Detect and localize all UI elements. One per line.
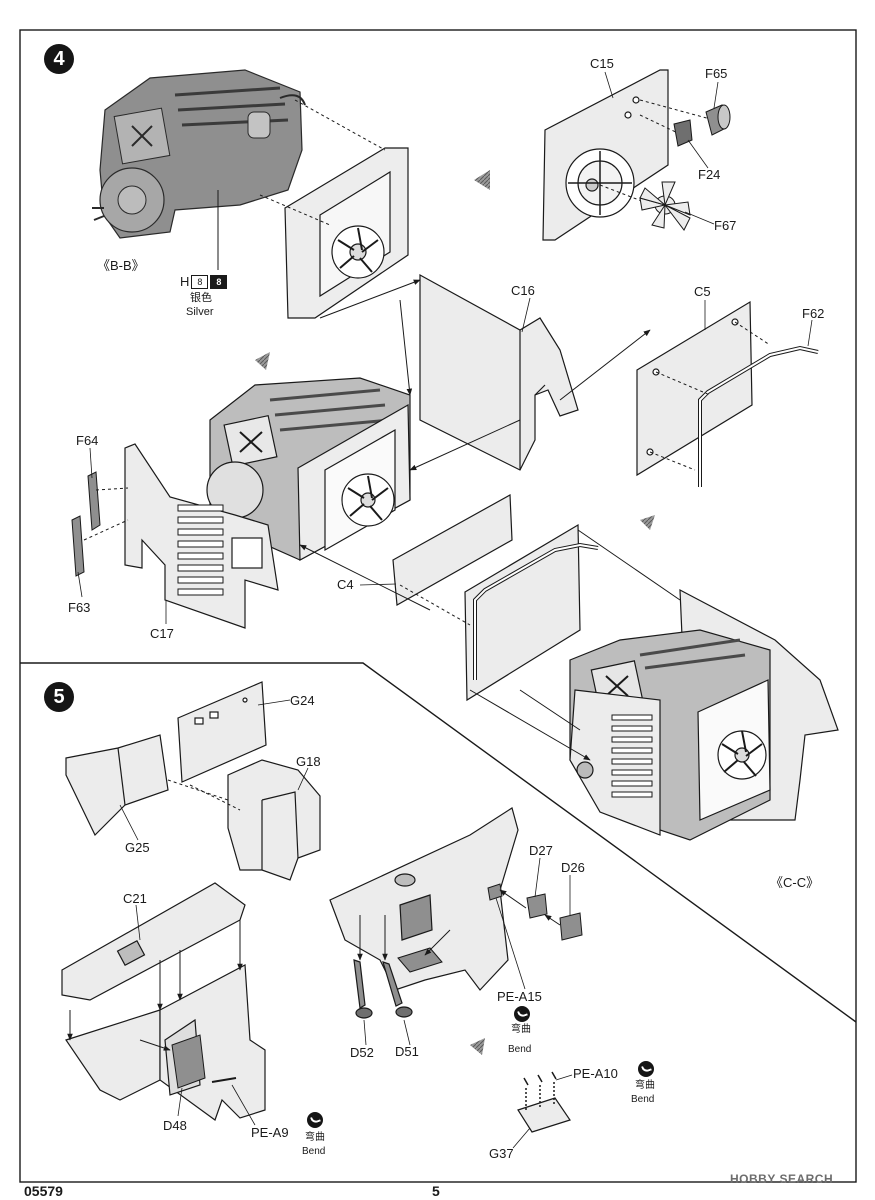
engine-mid — [206, 377, 411, 561]
c4-panel — [392, 494, 513, 606]
view-label-cc: 《C-C》 — [770, 875, 820, 890]
watermark: HOBBY SEARCH — [730, 1172, 834, 1186]
view-label-bb: 《B-B》 — [97, 258, 145, 273]
direction-marker — [255, 170, 655, 530]
g25-panel — [65, 734, 169, 837]
part-label-f65: F65 — [705, 66, 728, 81]
bend-english: Bend — [631, 1094, 655, 1105]
part-label-f24: F24 — [698, 167, 721, 182]
part-label-d48: D48 — [163, 1118, 187, 1133]
part-label-d27: D27 — [529, 843, 553, 858]
bend-chinese: 弯曲 — [305, 1132, 325, 1143]
part-label-c17: C17 — [150, 626, 174, 641]
engine-bb — [92, 69, 306, 239]
d26-part — [559, 912, 583, 941]
part-label-g24: G24 — [290, 693, 315, 708]
step4-arrows — [299, 279, 651, 761]
direction-marker — [470, 1038, 485, 1055]
c17-louvers — [177, 504, 224, 596]
part-label-pe-a9: PE-A9 — [251, 1125, 289, 1140]
part-label-d51: D51 — [395, 1044, 419, 1059]
bend-chinese: 弯曲 — [511, 1024, 531, 1035]
part-label-f64: F64 — [76, 433, 99, 448]
bend-english: Bend — [302, 1146, 326, 1157]
part-label-c15: C15 — [590, 56, 614, 71]
step5-arrows-center — [357, 889, 561, 961]
part-label-f67: F67 — [714, 218, 737, 233]
f24-part — [673, 119, 693, 147]
pe-a10-part — [523, 1071, 557, 1112]
product-code: 05579 — [24, 1183, 63, 1199]
part-label-pe-a10: PE-A10 — [573, 1066, 618, 1081]
f64-part — [87, 471, 101, 531]
part-label-f63: F63 — [68, 600, 91, 615]
bend-icon — [638, 1061, 654, 1077]
cc-louvers — [611, 714, 653, 798]
c5-panel — [636, 300, 753, 477]
part-label-g25: G25 — [125, 840, 150, 855]
bend-icon — [307, 1112, 323, 1128]
assembly-cc — [569, 588, 839, 841]
paint-callout: H 8 8 — [180, 274, 228, 289]
pe-a15-part — [487, 883, 503, 901]
paint-name-chinese: 银色 — [190, 292, 212, 304]
part-label-d52: D52 — [350, 1045, 374, 1060]
d52-pedal — [353, 959, 373, 1019]
radiator-panel-top — [284, 147, 409, 319]
part-label-c5: C5 — [694, 284, 711, 299]
page-number: 5 — [432, 1183, 440, 1199]
part-label-pe-a15: PE-A15 — [497, 989, 542, 1004]
part-label-c4: C4 — [337, 577, 354, 592]
paint-code-outline: 8 — [191, 274, 209, 289]
pe-a9-part — [211, 1077, 237, 1083]
d27-part — [526, 893, 548, 919]
g37-part — [517, 1097, 571, 1133]
paint-letter: H — [180, 274, 190, 289]
step5-arrows-left — [67, 920, 243, 1051]
part-label-g18: G18 — [296, 754, 321, 769]
paint-name-english: Silver — [186, 306, 214, 318]
leader-lines — [77, 71, 813, 1149]
bend-chinese: 弯曲 — [635, 1080, 655, 1091]
part-label-c21: C21 — [123, 891, 147, 906]
center-hull — [329, 807, 519, 991]
d48-part — [171, 1034, 206, 1089]
bend-icon — [514, 1006, 530, 1022]
g18-part — [227, 759, 321, 881]
c15-panel — [542, 69, 669, 241]
c17-panel — [124, 443, 279, 629]
page-frame — [19, 29, 857, 1183]
part-label-d26: D26 — [561, 860, 585, 875]
d51-pedal — [382, 961, 413, 1018]
paint-code-filled: 8 — [210, 274, 228, 289]
c16-panel — [419, 273, 579, 471]
g24-panel — [177, 681, 267, 783]
step-5-badge: 5 — [44, 682, 74, 712]
step-4-badge: 4 — [44, 44, 74, 74]
part-label-c16: C16 — [511, 283, 535, 298]
c4b-panel — [464, 523, 599, 702]
f65-part — [705, 104, 731, 136]
part-label-g37: G37 — [489, 1146, 514, 1161]
f67-fan — [639, 181, 691, 231]
bend-english: Bend — [508, 1044, 532, 1055]
f63-part — [71, 515, 85, 577]
part-label-f62: F62 — [802, 306, 825, 321]
